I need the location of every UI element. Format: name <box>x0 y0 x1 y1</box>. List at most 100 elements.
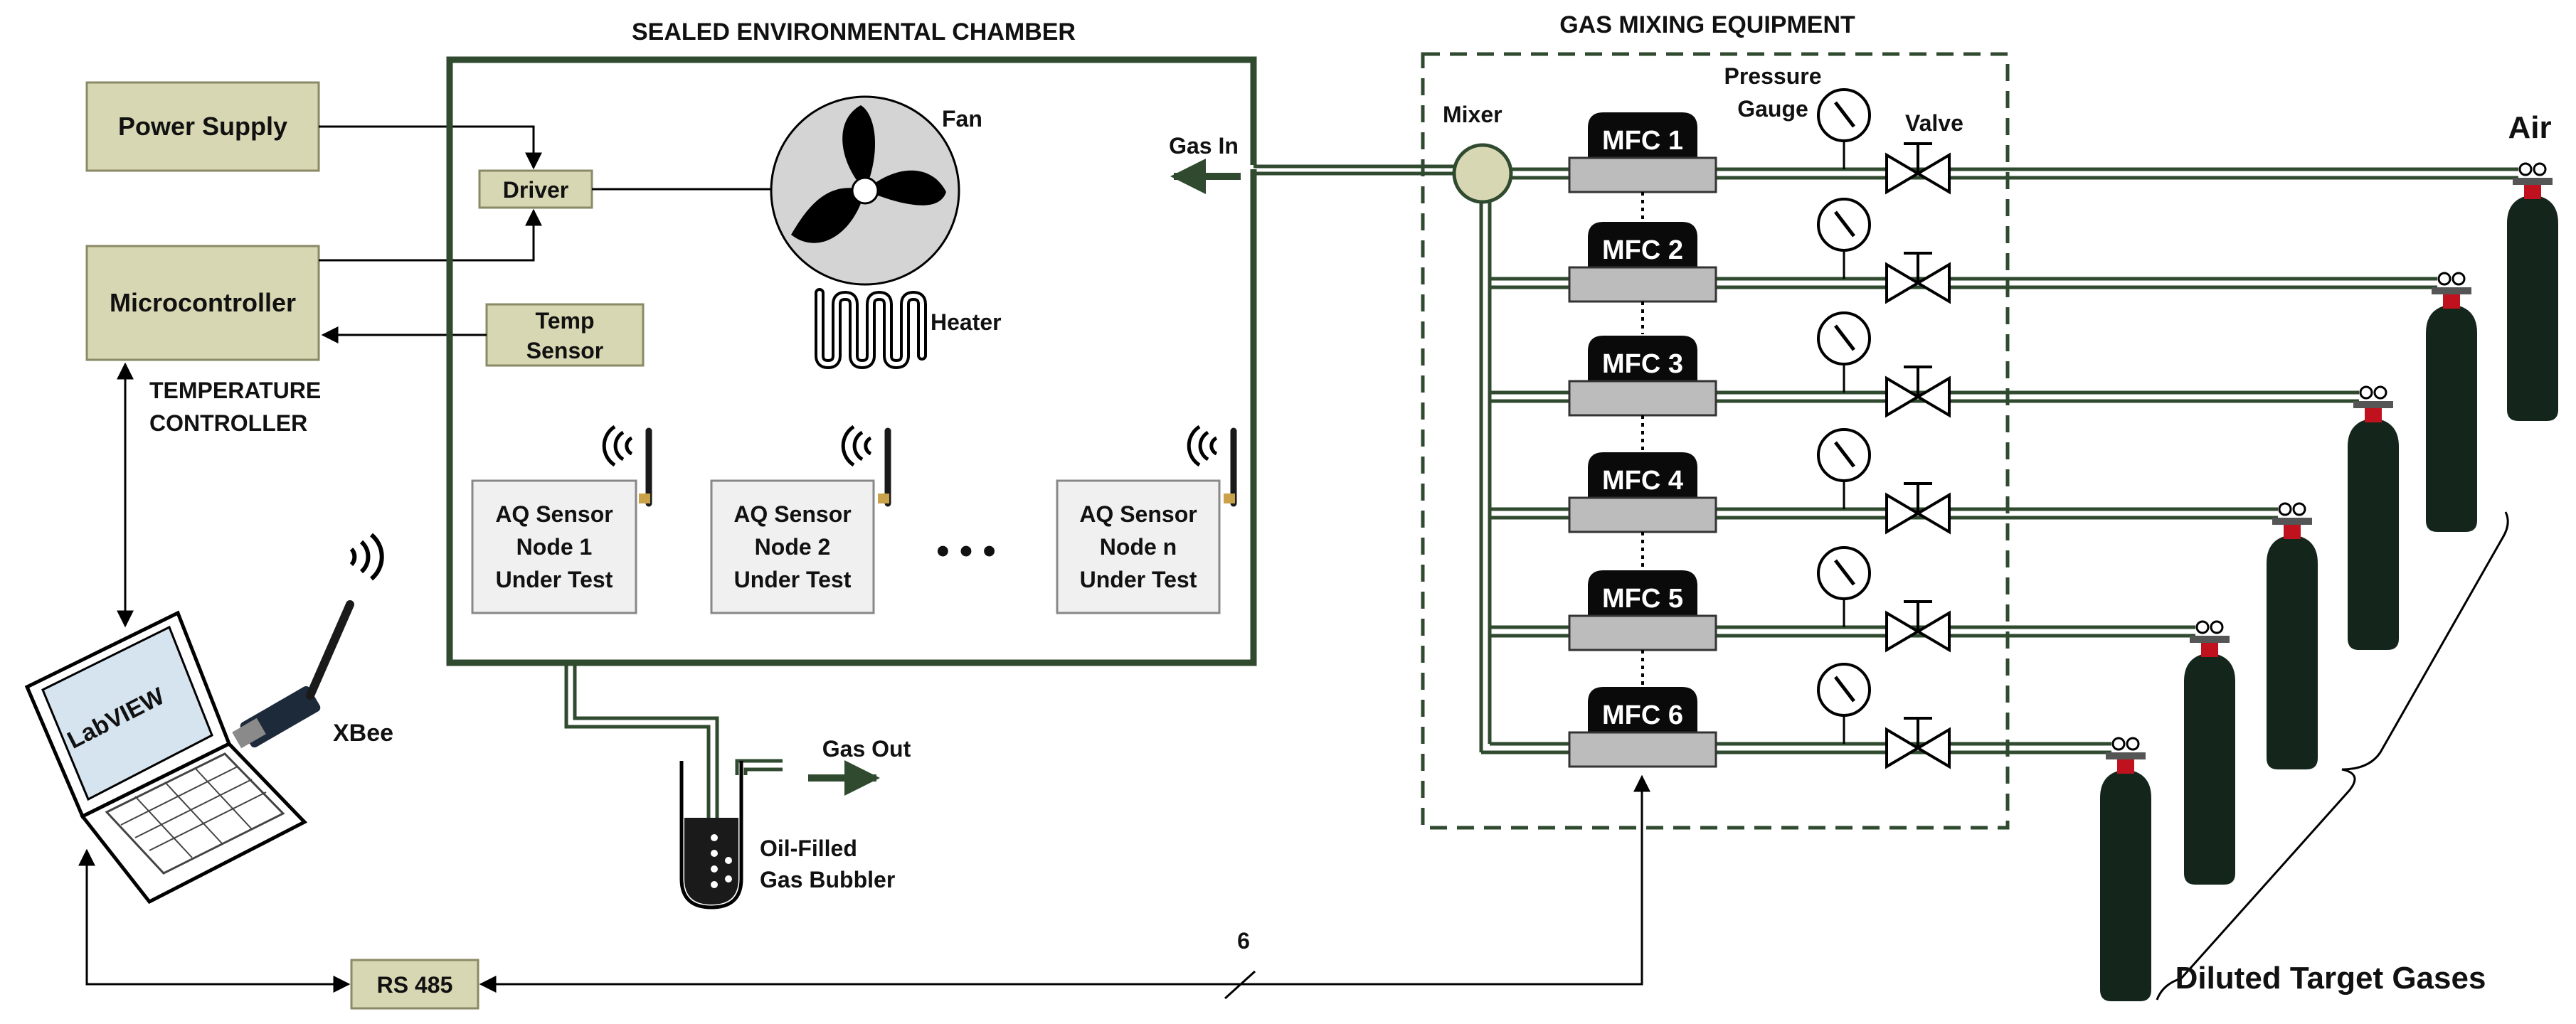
driver-block: Driver <box>478 169 593 209</box>
temp-sensor-label-1: Temp <box>536 308 595 334</box>
valve-1 <box>1885 142 1951 195</box>
gas-mixing-frame <box>1421 52 2010 830</box>
mfc-3: MFC 3 <box>1568 336 1717 417</box>
xbee-module: XBee <box>232 533 393 749</box>
mfc-row-5: MFC 5 <box>1490 546 2195 686</box>
wireless-icon <box>1209 436 1218 456</box>
mfc-row-1: MFC 1 <box>1511 88 2518 220</box>
valve-4 <box>1885 482 1951 535</box>
sensor-node-1-line3: Under Test <box>496 567 613 592</box>
bubbler-label-2: Gas Bubbler <box>760 867 895 892</box>
mfc-5-label: MFC 5 <box>1602 584 1683 614</box>
gas-out-path: Gas Out <box>564 663 911 868</box>
gas-cylinder-1 <box>2507 162 2558 421</box>
gas-cylinder-2 <box>2426 272 2477 532</box>
temp-sensor-label-2: Sensor <box>526 338 603 363</box>
bubbler-label-1: Oil-Filled <box>760 836 857 861</box>
fan-label: Fan <box>942 106 982 132</box>
rs485-label: RS 485 <box>377 972 453 998</box>
laptop-rs485-link <box>78 848 351 993</box>
mixer <box>1452 143 1513 204</box>
heater: Heater <box>815 288 1002 370</box>
mfc-row-3: MFC 3 <box>1490 311 2359 451</box>
sensor-node-2-line3: Under Test <box>734 567 852 592</box>
microcontroller-block: Microcontroller <box>85 245 320 361</box>
mfc-6-label: MFC 6 <box>1602 700 1683 730</box>
valve-label: Valve <box>1905 110 1963 136</box>
rs485-block: RS 485 <box>350 959 479 1010</box>
pressure-gauge-1 <box>1817 88 1871 169</box>
temperature-controller-label-1: TEMPERATURE <box>149 378 321 403</box>
sensor-node-1: AQ Sensor Node 1 Under Test <box>471 425 652 614</box>
microcontroller-label: Microcontroller <box>110 288 296 317</box>
air-label: Air <box>2508 110 2551 145</box>
diluted-target-gases-label: Diluted Target Gases <box>2175 961 2486 996</box>
sensor-node-2-line1: AQ Sensor <box>733 501 851 527</box>
driver-label: Driver <box>503 177 569 203</box>
mfc-1: MFC 1 <box>1568 112 1717 193</box>
chamber-title: SEALED ENVIRONMENTAL CHAMBER <box>632 18 1076 46</box>
sensor-node-2: AQ Sensor Node 2 Under Test <box>710 425 891 614</box>
mixer-label: Mixer <box>1443 102 1502 127</box>
wireless-icon <box>864 436 872 456</box>
power-supply-label: Power Supply <box>118 112 287 141</box>
pressure-gauge-label-2: Gauge <box>1737 96 1808 122</box>
control-wires <box>78 125 1650 1000</box>
bus-width-label: 6 <box>1237 928 1250 954</box>
temperature-controller-label-2: CONTROLLER <box>149 410 307 436</box>
sealed-chamber <box>446 56 1257 666</box>
mfc-2: MFC 2 <box>1568 222 1717 303</box>
sensor-node-n-line1: AQ Sensor <box>1079 501 1197 527</box>
wireless-icon <box>625 436 633 456</box>
mfc-row-2: MFC 2 <box>1490 198 2437 334</box>
mfc-4-label: MFC 4 <box>1602 466 1683 496</box>
valve-5 <box>1885 600 1951 653</box>
laptop: LabVIEW <box>24 610 308 905</box>
gas-out-label: Gas Out <box>822 736 911 762</box>
mfc-6: MFC 6 <box>1568 687 1717 768</box>
sensor-node-1-line2: Node 1 <box>516 534 593 560</box>
gas-cylinder-3 <box>2348 385 2399 650</box>
mfc-5: MFC 5 <box>1568 570 1717 651</box>
sensor-node-n: AQ Sensor Node n Under Test <box>1056 425 1237 614</box>
micro-to-driver-wire <box>319 208 542 262</box>
mfc-1-label: MFC 1 <box>1602 126 1683 156</box>
pressure-gauge-2 <box>1817 198 1871 279</box>
valve-3 <box>1885 366 1951 418</box>
fan: Fan <box>770 95 982 286</box>
gas-mixing-title: GAS MIXING EQUIPMENT <box>1559 11 1855 38</box>
sensor-node-2-line2: Node 2 <box>755 534 831 560</box>
sensor-node-n-line3: Under Test <box>1080 567 1197 592</box>
gas-cylinders <box>2100 162 2558 1001</box>
more-nodes-ellipsis: • • • <box>936 530 996 572</box>
valve-6 <box>1885 717 1951 769</box>
heater-label: Heater <box>931 309 1002 335</box>
mfc-row-6: MFC 6 <box>1490 663 2111 769</box>
gas-in-label: Gas In <box>1169 133 1239 159</box>
bus-slash <box>1224 970 1256 1000</box>
mfc-4: MFC 4 <box>1568 452 1717 533</box>
power-supply-block: Power Supply <box>85 81 320 172</box>
power-to-driver-wire <box>319 125 542 170</box>
pressure-gauge-6 <box>1817 663 1871 744</box>
mfc-3-label: MFC 3 <box>1602 349 1683 379</box>
temp-sensor-block: Temp Sensor <box>485 303 645 367</box>
oil-gas-bubbler: Oil-Filled Gas Bubbler <box>679 761 895 910</box>
mfc-row-4: MFC 4 <box>1490 428 2278 569</box>
mfc-rows: MFC 1 MFC 2 MFC 3 MFC 4 MFC 5 MFC 6 <box>1490 88 2518 769</box>
pressure-gauge-3 <box>1817 311 1871 393</box>
diluted-gases-brace <box>2156 511 2509 1001</box>
sensor-node-1-line1: AQ Sensor <box>495 501 613 527</box>
valve-2 <box>1885 252 1951 304</box>
gas-cylinder-6 <box>2100 737 2151 1001</box>
pressure-gauge-4 <box>1817 428 1871 509</box>
rs485-mfc-bus <box>479 774 1650 993</box>
mfc-2-label: MFC 2 <box>1602 235 1683 265</box>
pressure-gauge-label-1: Pressure <box>1724 63 1822 89</box>
manifold <box>1479 191 1572 754</box>
gas-cylinder-4 <box>2267 502 2318 769</box>
gas-in-pipe: Gas In <box>1169 133 1458 194</box>
sensor-node-n-line2: Node n <box>1100 534 1177 560</box>
gas-cylinder-5 <box>2184 620 2235 885</box>
